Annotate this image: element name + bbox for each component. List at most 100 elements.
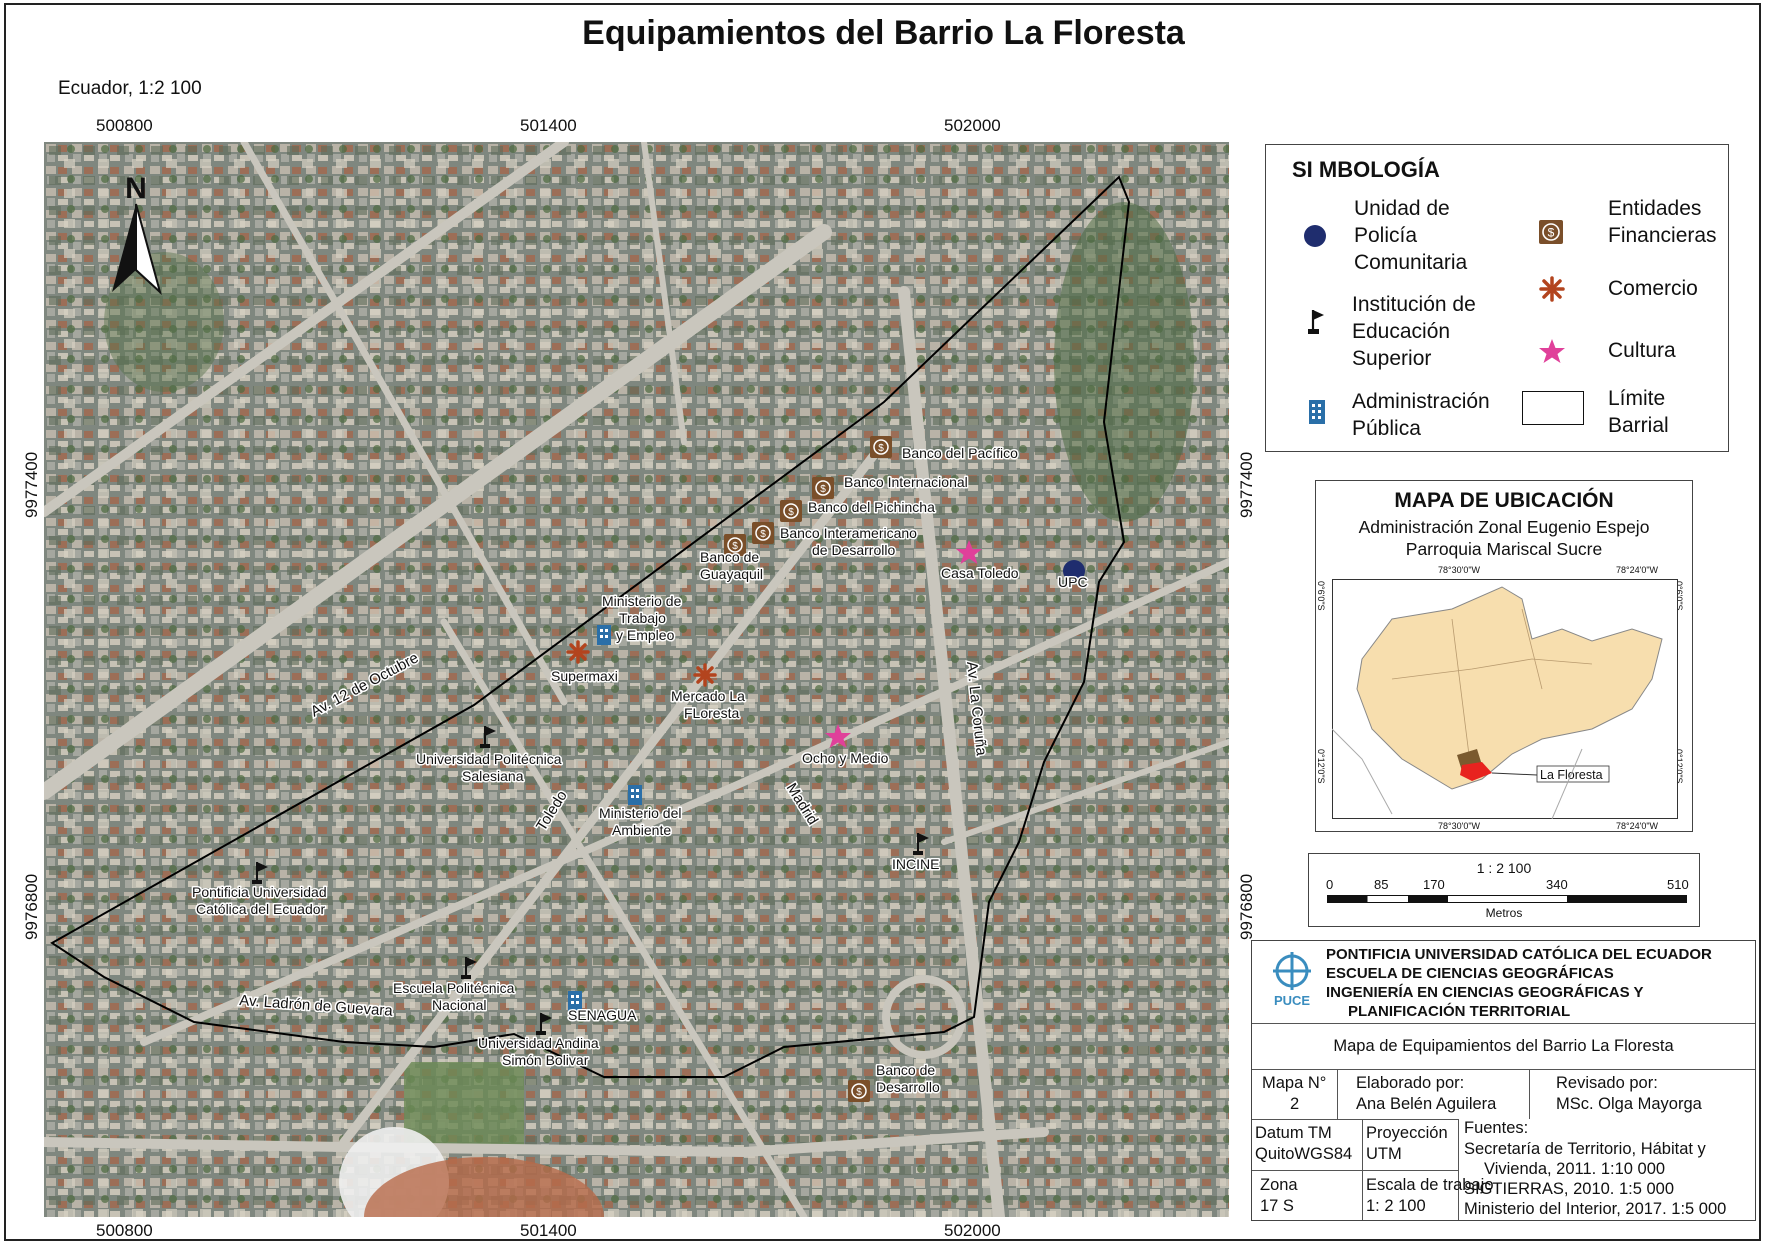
label-uasb-2: Simón Bolivar [502, 1052, 589, 1068]
dollar-icon[interactable]: $ [724, 534, 746, 556]
green-area [104, 252, 224, 392]
asterisk-icon[interactable] [566, 640, 590, 664]
flag-icon[interactable] [913, 833, 929, 855]
label-banco-interamericano-1: Banco Interamericano [780, 525, 917, 541]
y-tick-right-2: 9976800 [1237, 873, 1256, 940]
scale-tick-340: 340 [1546, 877, 1568, 892]
location-map-title: MAPA DE UBICACIÓN [1394, 489, 1614, 512]
reviewed-value: MSc. Olga Mayorga [1556, 1095, 1702, 1113]
label-min-ambiente-2: Ambiente [612, 822, 671, 838]
label-epn-1: Escuela Politécnica [393, 980, 515, 996]
green-area [1054, 202, 1194, 522]
flag-icon[interactable] [480, 726, 496, 748]
star-icon[interactable] [825, 724, 851, 748]
source-2: Vivienda, 2011. 1:10 000 [1484, 1160, 1666, 1178]
row-datum [1252, 1119, 1458, 1170]
label-epn-2: Nacional [432, 997, 486, 1013]
svg-text:$: $ [760, 529, 766, 540]
boundary-line [50, 175, 1131, 1078]
svg-text:$: $ [1548, 226, 1555, 240]
map-frame [4, 3, 1761, 1241]
legend-item-culture: Cultura [1608, 339, 1676, 362]
scale-tick-0: 0 [1326, 877, 1334, 892]
label-puce-1: Pontificia Universidad [192, 884, 327, 900]
x-tick-top-3: 502000 [944, 116, 1001, 135]
circle-icon[interactable] [1063, 560, 1085, 582]
label-banco-pacifico: Banco del Pacífico [902, 445, 1018, 461]
aerial-map[interactable]: Av. 12 de Octubre Av. La Coruña Toledo M… [44, 142, 1229, 1217]
star-icon[interactable] [956, 540, 982, 564]
scale-tick-85: 85 [1374, 877, 1389, 892]
row-zone [1252, 1170, 1458, 1220]
divider [1337, 1069, 1338, 1119]
dollar-icon[interactable]: $ [848, 1080, 870, 1102]
label-casa-toledo: Casa Toledo [941, 565, 1019, 581]
dollar-icon[interactable]: $ [752, 522, 774, 544]
scale-unit: Metros [1485, 906, 1523, 920]
map-title: Equipamientos del Barrio La Floresta [582, 14, 1185, 52]
title-block: PUCE PONTIFICIA UNIVERSIDAD CATÓLICA DEL… [1251, 940, 1756, 1221]
puce-logo: PUCE [1273, 952, 1311, 1007]
institution-line-4: PLANIFICACIÓN TERRITORIAL [1348, 1003, 1571, 1020]
x-tick-bottom-1: 500800 [96, 1221, 153, 1240]
x-tick-top-2: 501400 [520, 116, 577, 135]
label-banco-desarrollo-1: Banco de [876, 1062, 935, 1078]
label-ups-1: Universidad Politécnica [416, 751, 562, 767]
circle-icon [1304, 225, 1326, 247]
dollar-icon[interactable]: $ [870, 436, 892, 458]
flag-icon [1308, 310, 1324, 334]
flag-icon[interactable] [461, 957, 477, 979]
scale-ratio: 1 : 2 100 [1476, 860, 1532, 876]
label-mercado-2: FLoresta [684, 705, 739, 721]
north-arrow-icon: N [112, 172, 162, 296]
map-no-label: Mapa N° [1262, 1074, 1327, 1092]
loc-coord-bottom-1: 78°30'0"W [1438, 821, 1481, 831]
dollar-icon: $ [1539, 220, 1563, 244]
asterisk-icon[interactable] [693, 663, 717, 687]
building-icon[interactable] [597, 625, 611, 645]
label-min-trabajo-1: Ministerio de [602, 593, 682, 609]
divider [1362, 1119, 1363, 1220]
building-icon[interactable] [568, 991, 582, 1011]
label-min-trabajo-3: y Empleo [616, 627, 675, 643]
label-uasb-1: Universidad Andina [478, 1035, 599, 1051]
label-senagua: SENAGUA [568, 1007, 637, 1023]
institution-line-3: INGENIERÍA EN CIENCIAS GEOGRÁFICAS Y [1326, 984, 1644, 1001]
y-tick-right-1: 9977400 [1237, 451, 1256, 518]
building-icon[interactable] [628, 785, 642, 805]
map-subtitle: Ecuador, 1:2 100 [58, 78, 202, 99]
location-map-parish: Parroquia Mariscal Sucre [1405, 539, 1603, 559]
source-1: Secretaría de Territorio, Hábitat y [1464, 1140, 1706, 1158]
divider [1529, 1069, 1530, 1119]
loc-coord-left-2: 0°12'0"S [1316, 749, 1326, 784]
y-tick-left-1: 9977400 [22, 451, 41, 518]
zone-label: Zona [1260, 1176, 1298, 1194]
legend-item-commerce: Comercio [1608, 277, 1698, 300]
label-min-ambiente-1: Ministerio del [599, 805, 681, 821]
label-banco-internacional: Banco Internacional [844, 474, 968, 490]
running-track [364, 1157, 604, 1217]
projection-label: Proyección [1366, 1124, 1448, 1142]
label-upc: UPC [1058, 574, 1088, 590]
flag-icon[interactable] [252, 862, 268, 884]
label-banco-desarrollo-2: Desarrollo [876, 1079, 940, 1095]
source-4: Ministerio del Interior, 2017. 1:5 000 [1464, 1200, 1727, 1218]
asterisk-icon [1539, 276, 1565, 302]
map-no-value: 2 [1290, 1095, 1300, 1113]
projection-value: UTM [1366, 1145, 1402, 1163]
label-supermaxi: Supermaxi [551, 668, 618, 684]
loc-coord-left-1: 0°6'0"S [1316, 581, 1326, 611]
flag-icon[interactable] [536, 1013, 552, 1035]
star-icon [1539, 339, 1565, 363]
roundabout [882, 975, 966, 1059]
dollar-icon[interactable]: $ [812, 477, 834, 499]
dollar-icon[interactable]: $ [780, 500, 802, 522]
institution-line-1: PONTIFICIA UNIVERSIDAD CATÓLICA DEL ECUA… [1326, 946, 1712, 963]
svg-text:$: $ [788, 507, 794, 518]
street-avenida [44, 224, 832, 800]
streets [44, 142, 1229, 1217]
svg-text:N: N [125, 172, 147, 205]
